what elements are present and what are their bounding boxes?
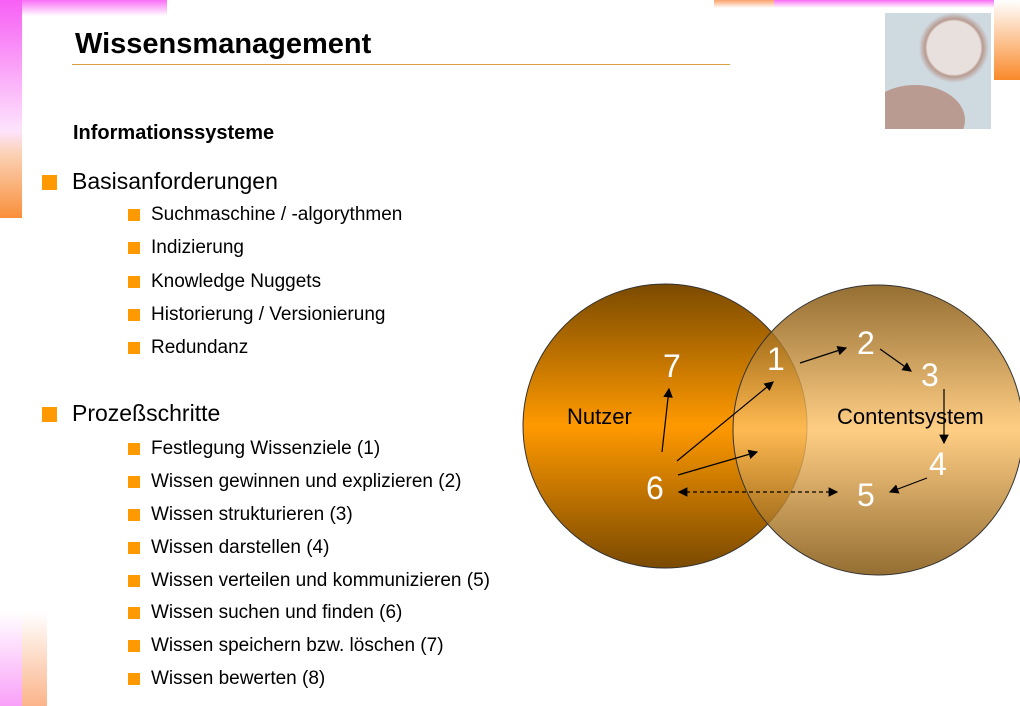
bullet-level1: Basisanforderungen	[42, 168, 278, 195]
decor-bar	[0, 612, 22, 706]
circle-contentsystem	[732, 284, 1020, 576]
step-5: 5	[857, 477, 875, 513]
arrow-1-2	[799, 346, 848, 364]
step-3: 3	[921, 357, 939, 393]
bullet-text: Wissen darstellen (4)	[151, 537, 330, 558]
bullet-text: Historierung / Versionierung	[151, 304, 386, 325]
decor-bar	[0, 0, 22, 218]
bullet-level2: Wissen suchen und finden (6)	[128, 602, 402, 624]
arrow-6-7	[661, 387, 673, 453]
label-contentsystem: Contentsystem	[837, 404, 984, 429]
bullet-level2: Knowledge Nuggets	[128, 271, 321, 293]
arrow-4-5	[888, 477, 928, 494]
slide-subtitle: Informationssysteme	[73, 122, 275, 144]
bullet-text: Wissen suchen und finden (6)	[151, 602, 403, 623]
step-7: 7	[663, 348, 681, 384]
pocket-watch-image	[885, 13, 991, 129]
step-1: 1	[767, 341, 785, 377]
bullet-square-icon	[128, 241, 140, 254]
bullet-square-icon	[128, 606, 140, 619]
arrow-6-1	[676, 381, 774, 462]
arrow-6-overlap	[677, 449, 759, 476]
bullet-square-icon	[42, 407, 57, 423]
bullet-text: Suchmaschine / -algorythmen	[151, 204, 403, 225]
bullet-square-icon	[128, 341, 140, 354]
bullet-square-icon	[128, 541, 140, 554]
bullet-square-icon	[128, 208, 140, 221]
step-6: 6	[646, 470, 664, 506]
bullet-level2: Festlegung Wissenziele (1)	[128, 438, 380, 460]
bullet-square-icon	[128, 508, 140, 521]
bullet-text: Festlegung Wissenziele (1)	[151, 438, 381, 459]
bullet-level2: Redundanz	[128, 337, 248, 359]
bullet-text: Wissen verteilen und kommunizieren (5)	[151, 570, 490, 591]
bullet-square-icon	[128, 574, 140, 587]
bullet-square-icon	[128, 672, 140, 685]
bullet-square-icon	[128, 308, 140, 321]
bullet-level2: Wissen speichern bzw. löschen (7)	[128, 635, 444, 657]
decor-bar	[714, 0, 774, 8]
bullet-level2: Suchmaschine / -algorythmen	[128, 204, 402, 226]
arrow-2-3	[879, 348, 912, 372]
bullet-square-icon	[128, 475, 140, 488]
bullet-level2: Wissen darstellen (4)	[128, 537, 329, 559]
bullet-text: Redundanz	[151, 337, 249, 358]
bullet-square-icon	[128, 275, 140, 288]
bullet-square-icon	[42, 175, 57, 191]
decor-bar	[994, 0, 1020, 80]
bullet-level2: Historierung / Versionierung	[128, 304, 385, 326]
slide-title: Wissensmanagement	[75, 28, 372, 60]
bullet-text: Prozeßschritte	[72, 400, 221, 426]
bullet-square-icon	[128, 639, 140, 652]
bullet-level1: Prozeßschritte	[42, 400, 220, 427]
label-nutzer: Nutzer	[567, 404, 632, 429]
bullet-square-icon	[128, 442, 140, 455]
bullet-text: Wissen speichern bzw. löschen (7)	[151, 635, 444, 656]
bullet-level2: Indizierung	[128, 237, 244, 259]
bullet-text: Wissen strukturieren (3)	[151, 504, 353, 525]
bullet-level2: Wissen bewerten (8)	[128, 668, 325, 690]
title-underline	[72, 64, 730, 65]
bullet-level2: Wissen strukturieren (3)	[128, 504, 353, 526]
bullet-text: Knowledge Nuggets	[151, 271, 322, 292]
bullet-level2: Wissen gewinnen und explizieren (2)	[128, 471, 462, 493]
bullet-text: Indizierung	[151, 237, 244, 258]
decor-bar	[22, 612, 47, 706]
step-4: 4	[929, 446, 947, 482]
decor-bar	[774, 0, 994, 8]
bullet-text: Wissen bewerten (8)	[151, 668, 326, 689]
step-2: 2	[857, 325, 875, 361]
bullet-text: Wissen gewinnen und explizieren (2)	[151, 471, 462, 492]
decor-bar	[22, 0, 167, 16]
bullet-level2: Wissen verteilen und kommunizieren (5)	[128, 570, 490, 592]
bullet-text: Basisanforderungen	[72, 168, 278, 194]
